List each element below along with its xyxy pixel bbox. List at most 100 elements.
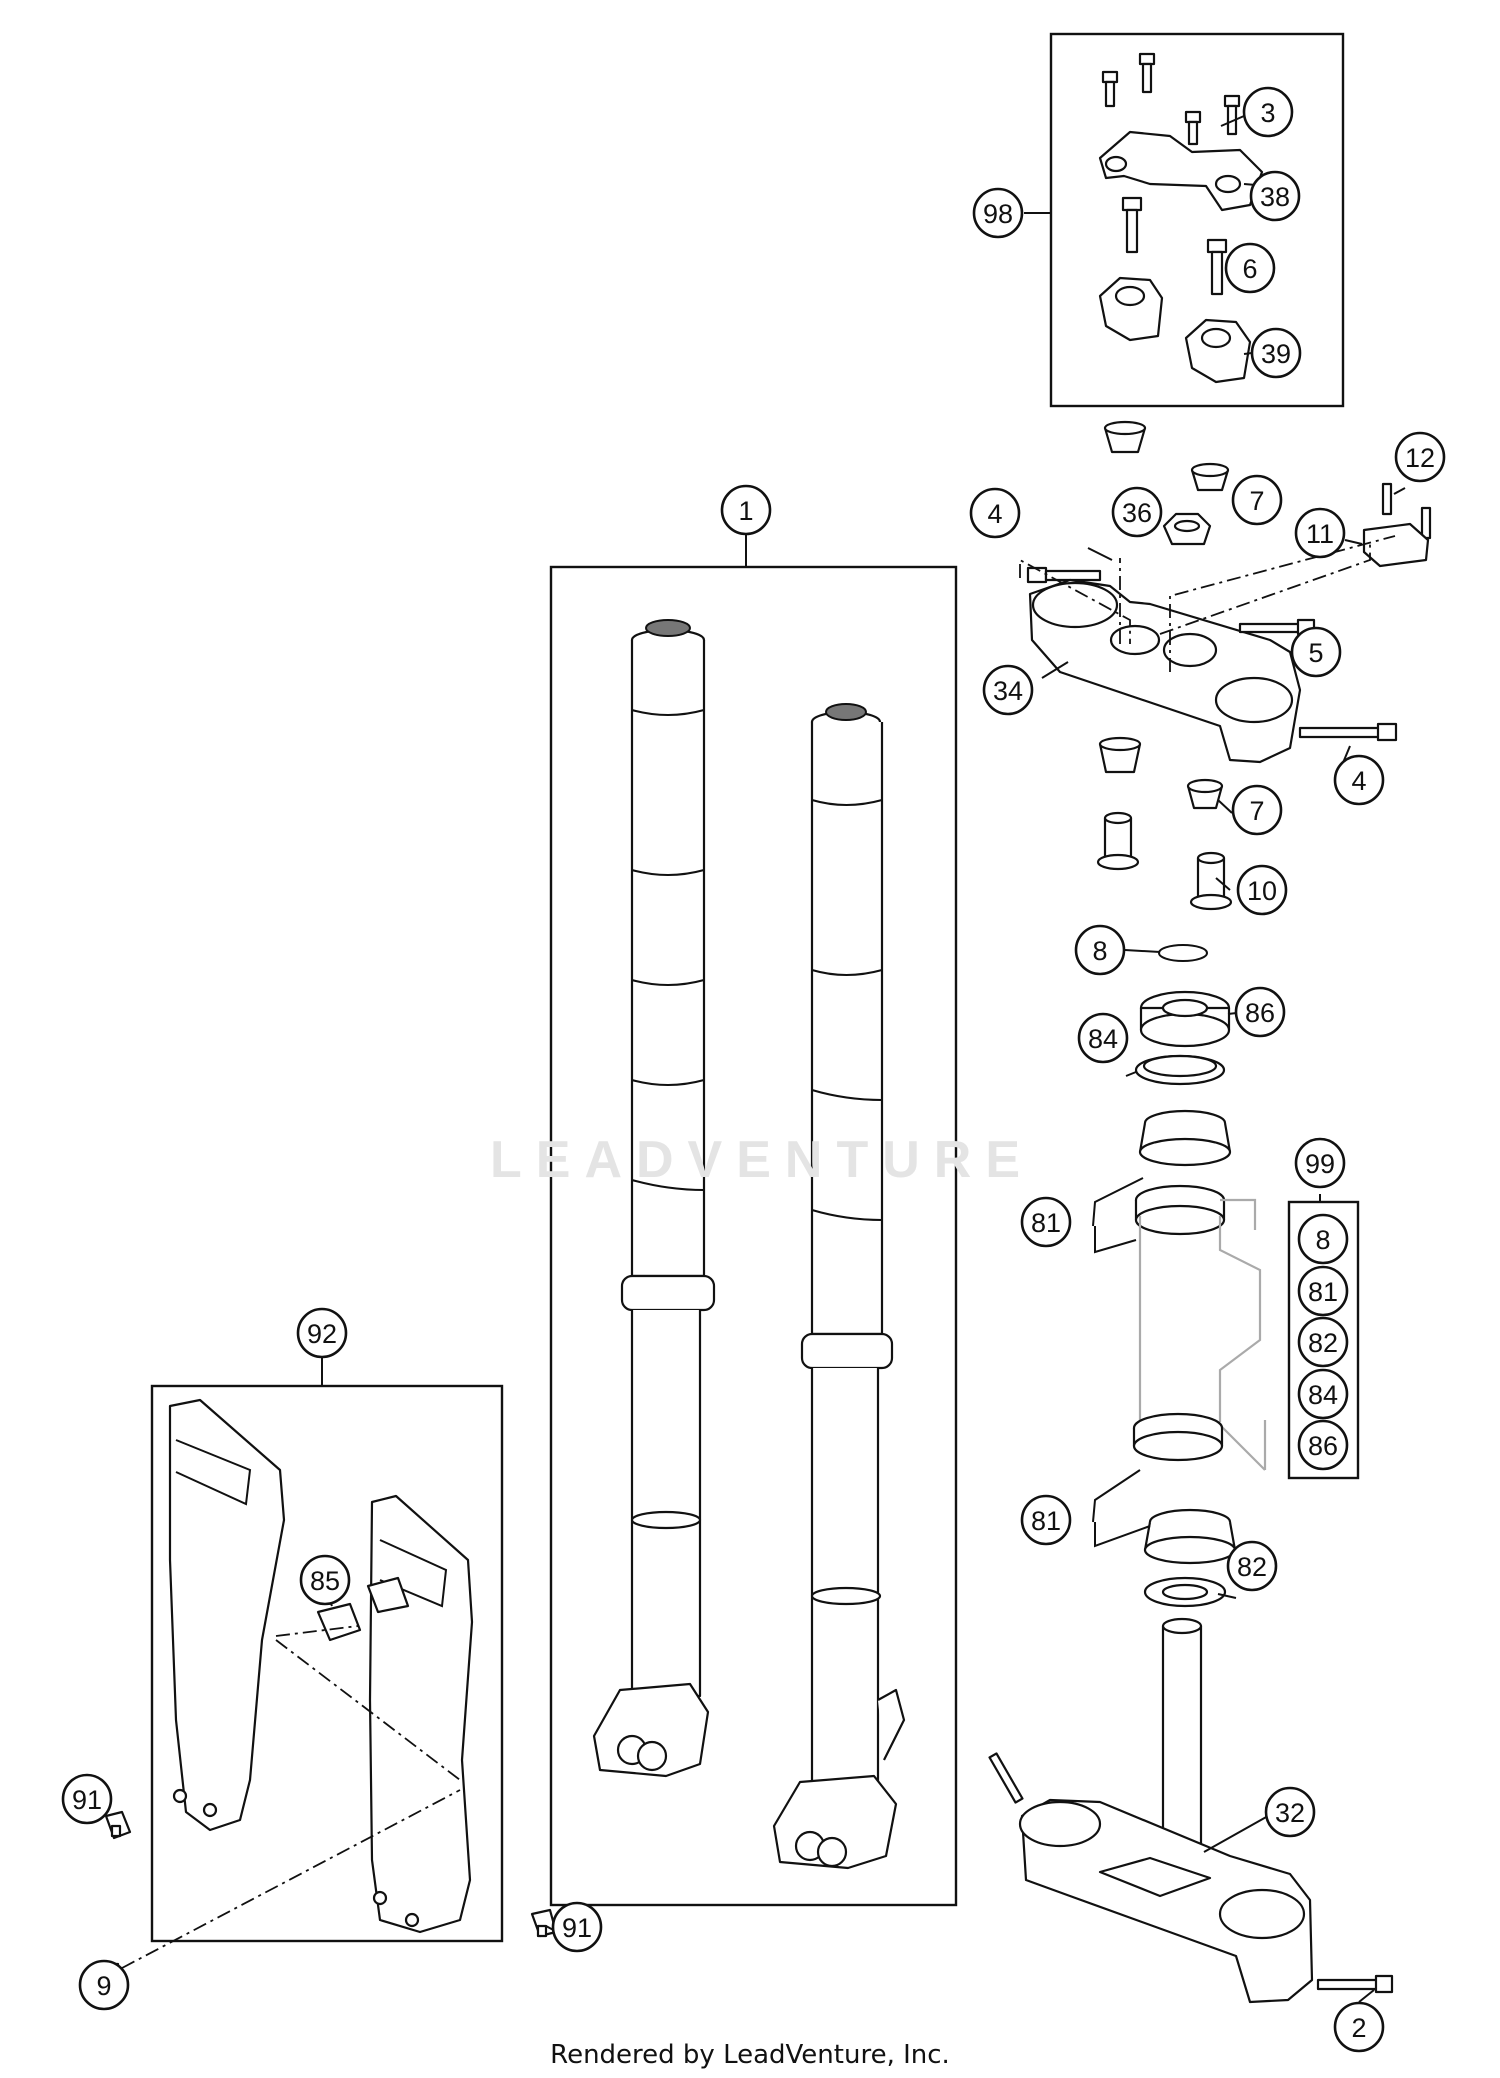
callout-81: 81 — [1020, 1196, 1072, 1248]
clamp-screw — [1101, 52, 1241, 146]
callout-99: 99 — [1294, 1137, 1346, 1189]
callout-circle — [1077, 1012, 1129, 1064]
callout-7: 7 — [1231, 474, 1283, 526]
callout-91: 91 — [551, 1901, 603, 1953]
callout-82: 82 — [1226, 1540, 1278, 1592]
callout-92: 92 — [296, 1307, 348, 1359]
fork-guard-left — [168, 1398, 286, 1832]
callout-circle — [1074, 924, 1126, 976]
callout-84: 84 — [1077, 1012, 1129, 1064]
callout-label: 81 — [1031, 1506, 1061, 1536]
callout-label: 86 — [1245, 998, 1275, 1028]
callout-circle — [1224, 242, 1276, 294]
callout-label: 12 — [1405, 443, 1435, 473]
callout-81: 81 — [1020, 1494, 1072, 1546]
callout-2: 2 — [1333, 2001, 1385, 2053]
kit-99-item-8: 8 — [1297, 1213, 1349, 1265]
callout-circle — [1264, 1786, 1316, 1838]
callout-label: 8 — [1315, 1225, 1330, 1255]
callout-label: 82 — [1237, 1552, 1267, 1582]
callout-label: 1 — [738, 496, 753, 526]
callout-1: 1 — [720, 484, 772, 536]
fork-guard-box — [150, 1384, 504, 1943]
callout-circle — [1250, 327, 1302, 379]
callout-label: 99 — [1305, 1149, 1335, 1179]
callout-circle — [1297, 1213, 1349, 1265]
callout-label: 98 — [983, 199, 1013, 229]
kit-99-item-86: 86 — [1297, 1419, 1349, 1471]
callout-label: 92 — [307, 1319, 337, 1349]
callout-label: 32 — [1275, 1798, 1305, 1828]
kit-99-item-81: 81 — [1297, 1265, 1349, 1317]
callout-circle — [61, 1773, 113, 1825]
callout-circle — [1297, 1316, 1349, 1368]
callout-98: 98 — [972, 187, 1024, 239]
callout-circle — [78, 1959, 130, 2011]
callout-label: 39 — [1261, 339, 1291, 369]
callout-circle — [972, 187, 1024, 239]
callout-11: 11 — [1294, 507, 1346, 559]
callout-circle — [1111, 486, 1163, 538]
callout-label: 36 — [1122, 498, 1152, 528]
callout-label: 5 — [1308, 638, 1323, 668]
callout-label: 11 — [1306, 519, 1334, 549]
callout-4: 4 — [969, 487, 1021, 539]
frame-head-tube-ghost — [1138, 1198, 1267, 1471]
lower-triple-clamp — [1020, 1798, 1314, 2004]
callout-label: 81 — [1031, 1208, 1061, 1238]
fork-guard-group — [102, 1398, 558, 2002]
callout-label: 34 — [993, 676, 1023, 706]
fork-guard-clip — [316, 1602, 362, 1642]
footer-credit: Rendered by LeadVenture, Inc. — [550, 2040, 950, 2070]
fork-assembly-box — [549, 565, 958, 1907]
callout-circle — [1394, 431, 1446, 483]
callout-85: 85 — [299, 1554, 351, 1606]
callout-circle — [1242, 86, 1294, 138]
callout-9: 9 — [78, 1959, 130, 2011]
callout-circle — [551, 1901, 603, 1953]
callout-label: 85 — [310, 1566, 340, 1596]
callout-8: 8 — [1074, 924, 1126, 976]
kit-99-box — [1287, 1200, 1360, 1480]
watermark: LEADVENTURE — [490, 1131, 1035, 1189]
callout-10: 10 — [1236, 864, 1288, 916]
callout-circle — [1294, 507, 1346, 559]
kit-98-box — [1049, 32, 1345, 408]
callout-circle — [296, 1307, 348, 1359]
callout-label: 7 — [1249, 796, 1264, 826]
fork-guard-right — [368, 1494, 474, 1934]
callout-6: 6 — [1224, 242, 1276, 294]
kit-99-item-84: 84 — [1297, 1368, 1349, 1420]
callout-label: 6 — [1242, 254, 1257, 284]
callout-circle — [1231, 474, 1283, 526]
callout-label: 38 — [1260, 182, 1290, 212]
callout-circle — [1020, 1196, 1072, 1248]
callout-label: 91 — [562, 1913, 592, 1943]
callout-label: 86 — [1308, 1431, 1338, 1461]
callout-32: 32 — [1264, 1786, 1316, 1838]
callout-circle — [1231, 784, 1283, 836]
callout-label: 9 — [96, 1971, 111, 2001]
callout-38: 38 — [1249, 170, 1301, 222]
callout-label: 7 — [1249, 486, 1264, 516]
callout-91: 91 — [61, 1773, 113, 1825]
callout-circle — [1297, 1265, 1349, 1317]
callout-86: 86 — [1234, 986, 1286, 1038]
kit-99-item-82: 82 — [1297, 1316, 1349, 1368]
callout-label: 84 — [1088, 1024, 1118, 1054]
callout-5: 5 — [1290, 626, 1342, 678]
callout-circle — [1297, 1419, 1349, 1471]
callout-label: 81 — [1308, 1277, 1338, 1307]
callout-label: 4 — [987, 499, 1002, 529]
fork-leg-right — [772, 703, 906, 1870]
callout-layer: 1234456778910111232343638398181828485869… — [61, 86, 1446, 2053]
callout-label: 82 — [1308, 1328, 1338, 1358]
fork-leg-left — [592, 619, 716, 1778]
handlebar-clamp-group — [1098, 52, 1264, 384]
callout-36: 36 — [1111, 486, 1163, 538]
callout-circle — [1249, 170, 1301, 222]
callout-circle — [299, 1554, 351, 1606]
callout-12: 12 — [1394, 431, 1446, 483]
callout-circle — [1234, 986, 1286, 1038]
